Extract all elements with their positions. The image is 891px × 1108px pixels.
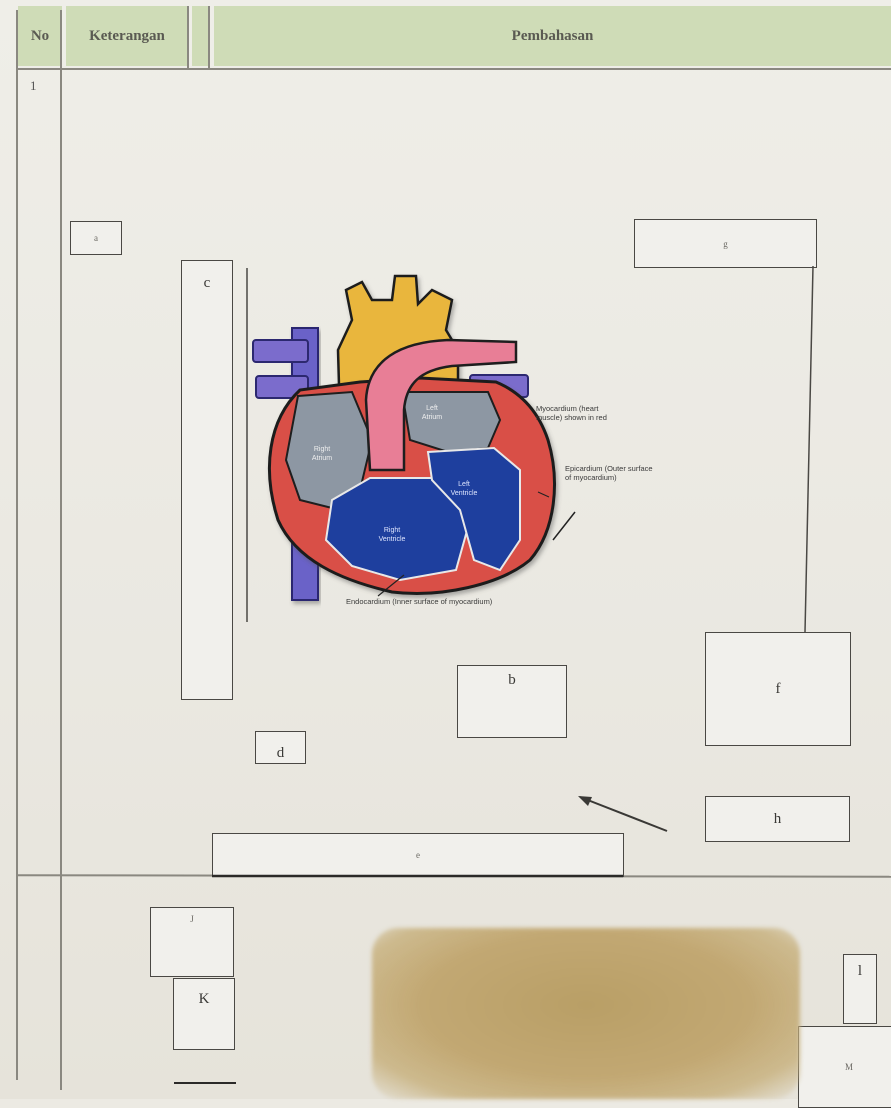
label-right-atrium-line1: Right	[314, 446, 330, 453]
pointer-epicardium-arrow	[553, 512, 575, 540]
label-endocardium: Endocardium (Inner surface of myocardium…	[346, 598, 536, 607]
label-left-atrium-line2: Atrium	[422, 414, 442, 421]
label-left-ventricle-line2: Ventricle	[451, 490, 478, 497]
label-right-ventricle-line2: Ventricle	[379, 536, 406, 543]
label-myocardium: Myocardium (heart muscle) shown in red	[536, 405, 616, 422]
label-left-ventricle-line1: Left	[458, 481, 470, 488]
pulmonary-vein-upper-shape	[253, 340, 308, 362]
label-left-atrium-line1: Left	[426, 405, 438, 412]
label-right-ventricle-line1: Right	[384, 527, 400, 534]
left-atrium-shape	[402, 392, 500, 452]
label-right-atrium-line2: Atrium	[312, 455, 332, 462]
label-epicardium: Epicardium (Outer surface of myocardium)	[565, 465, 655, 482]
paper-stain	[372, 928, 800, 1099]
